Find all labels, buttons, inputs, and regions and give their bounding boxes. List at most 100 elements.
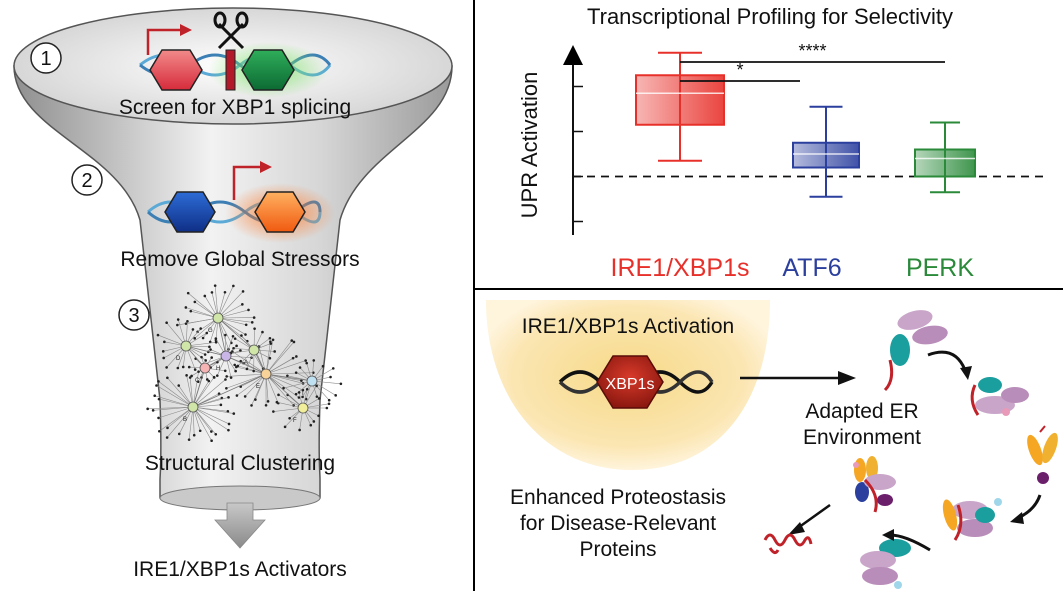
scissors-icon [213,11,249,50]
network-leaf-node [305,387,309,391]
network-leaf-node [290,339,294,342]
network-leaf-node [184,306,188,309]
network-leaf-node [233,363,237,367]
network-leaf-node [225,375,228,378]
network-leaf-node [210,356,214,359]
network-leaf-node [210,291,214,294]
proteostasis-line-2: for Disease-Relevant [520,512,716,535]
network-edge [265,373,303,391]
proteostasis-line-1: Enhanced Proteostasis [510,486,726,509]
activation-title: IRE1/XBP1s Activation [522,315,734,338]
network-leaf-node [241,290,245,293]
step-label: Screen for XBP1 splicing [119,96,351,119]
client-protein-tail-icon [768,547,780,555]
network-leaf-node [166,426,169,430]
network-hub-node [306,375,318,387]
network-leaf-node [188,376,192,379]
network-leaf-node [245,367,249,371]
intron-block-icon [225,49,236,91]
network-leaf-node [207,379,211,383]
network-leaf-node [204,359,207,362]
network-leaf-node [297,391,301,394]
network-leaf-node [208,340,212,344]
orange-cochaperone-icon [1027,425,1058,484]
xbp1s-label: XBP1s [606,376,655,393]
network-leaf-node [186,319,189,323]
network-leaf-node [181,365,185,369]
network-leaf-node [191,328,195,331]
network-edge [188,292,219,319]
network-leaf-node [156,333,160,337]
network-leaf-node [227,422,231,426]
network-edge [192,379,226,408]
network-edge [217,291,244,319]
client-protein-icon [763,533,813,547]
network-leaf-node [301,395,304,399]
promoter-arrow-icon [146,28,182,55]
network-hub-node [180,340,192,352]
network-edge [192,406,216,435]
network-leaf-node [199,327,202,330]
network-leaf-node [252,316,256,319]
network-hub-edge [217,317,227,357]
network-leaf-node [200,355,203,359]
network-leaf-node [157,380,160,383]
network-leaf-node [298,366,302,369]
network-leaf-node [298,428,301,432]
network-leaf-node [165,321,168,324]
adapted-er-line-1: Adapted ER [805,400,918,423]
network-hub-edge [225,355,267,375]
network-leaf-node [234,369,237,373]
network-leaf-node [254,398,257,401]
network-leaf-node [268,336,272,340]
network-leaf-node [161,350,165,353]
network-leaf-node [198,429,202,433]
network-leaf-node [317,414,320,418]
network-leaf-node [334,394,337,397]
network-leaf-node [157,397,161,401]
network-edge [226,373,267,389]
network-edge [265,373,300,398]
proteostasis-line-3: Proteins [579,538,656,561]
network-leaf-node [247,308,250,312]
network-leaf-node [244,333,247,336]
network-leaf-node [243,395,247,398]
network-edge [192,406,234,414]
chaperone-complex-icon [942,498,1002,541]
box-iqr [914,148,976,178]
network-hub-node [187,401,199,413]
network-edge [188,406,194,440]
network-leaf-node [210,430,213,433]
network-leaf-node [203,294,207,298]
network-edge [226,373,267,377]
network-leaf-node [297,396,301,399]
network-leaf-node [269,342,273,345]
network-hub-node [199,362,211,374]
network-edge [192,377,215,408]
network-edge [217,317,253,323]
network-leaf-node [193,337,197,340]
network-hub-edge [192,367,206,408]
network-leaf-node [250,404,253,407]
network-leaf-node [205,331,209,335]
red-reporter-hexagon-icon [149,49,203,91]
network-leaf-node [176,318,180,321]
network-leaf-node [339,382,343,386]
network-leaf-node [214,341,218,344]
network-hub-node [248,344,260,356]
network-edge [217,285,234,319]
step-number: 1 [40,48,51,70]
network-leaf-node [177,432,181,436]
chaperone-complex-icon [853,456,896,513]
network-edge [265,341,295,375]
network-leaf-node [266,400,270,403]
network-leaf-node [294,392,298,396]
network-leaf-node [208,345,211,349]
network-leaf-node [268,356,272,360]
network-hub-edge [265,373,313,382]
network-leaf-node [214,337,218,340]
cycle-arrowhead-icon [882,529,894,541]
green-reporter-hexagon-icon [241,49,295,91]
